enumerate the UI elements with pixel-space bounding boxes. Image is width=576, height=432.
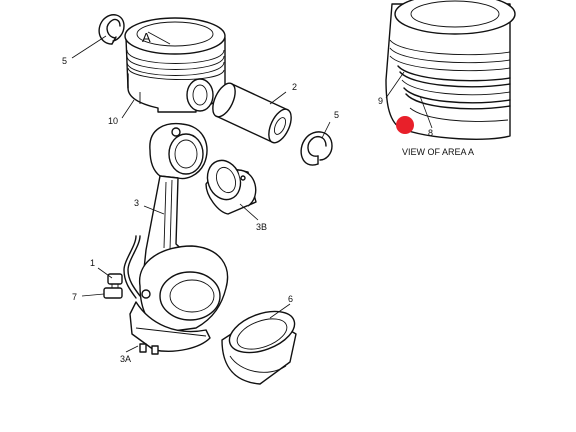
area-a-detail: [385, 0, 516, 140]
label-rod-bushing: 3B: [256, 222, 267, 232]
snap-ring-top: [98, 14, 125, 45]
label-area-marker: A: [142, 30, 151, 45]
snap-ring-right: [300, 131, 333, 166]
bearing: [221, 310, 297, 385]
label-part-7: 7: [72, 292, 77, 302]
leader-lines: [71, 31, 433, 353]
rod-bushing: [205, 159, 257, 215]
label-connecting-rod: 3: [134, 198, 139, 208]
label-snap-ring-right: 5: [334, 110, 339, 120]
label-snap-ring-top: 5: [62, 56, 67, 66]
view-caption: VIEW OF AREA A: [402, 147, 474, 157]
label-part-1: 1: [90, 258, 95, 268]
oil-tube-assembly: [103, 235, 141, 299]
label-piston: 10: [108, 116, 118, 126]
piston-pin: [212, 82, 292, 144]
connecting-rod: [129, 122, 229, 355]
label-bolt-3a: 3A: [120, 354, 131, 364]
red-dot-icon: [396, 116, 414, 134]
label-ring-9: 9: [378, 96, 383, 106]
piston: [124, 17, 226, 113]
label-ring-8: 8: [428, 128, 433, 138]
label-bearing: 6: [288, 294, 293, 304]
label-piston-pin: 2: [292, 82, 297, 92]
